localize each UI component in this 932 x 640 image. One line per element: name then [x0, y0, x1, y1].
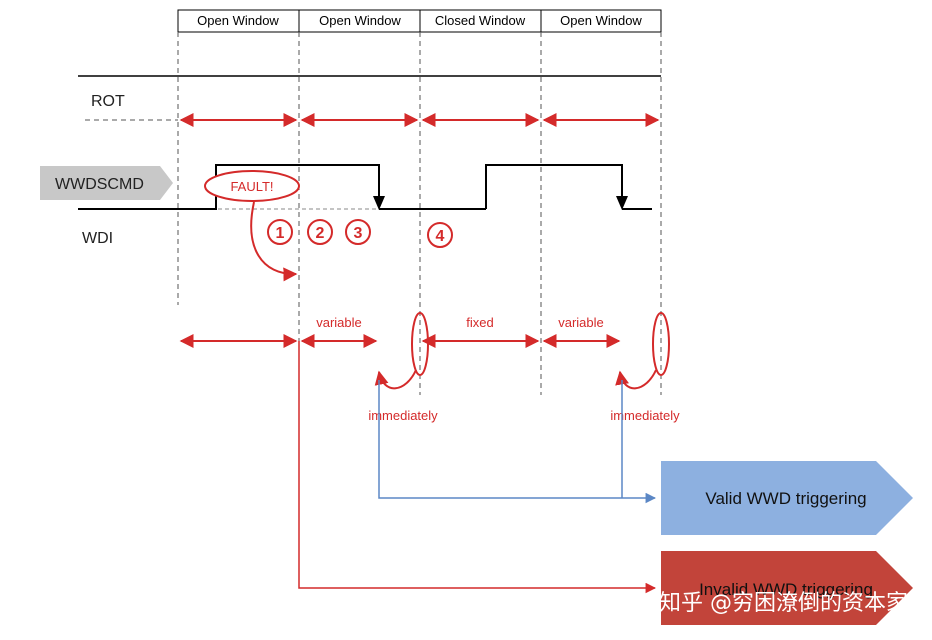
step-circle-4 [427, 222, 453, 248]
window-label-3: Closed Window [435, 13, 526, 28]
wwdscmd-tag [40, 166, 173, 200]
step-number-3: 3 [354, 225, 363, 242]
valid-triggering-label: Valid WWD triggering [705, 489, 866, 508]
label-variable-1: variable [316, 315, 362, 330]
wdi-falling-edge-arrow-1 [373, 196, 385, 210]
step-circle-2 [307, 219, 333, 245]
window-end-ellipse-2 [652, 312, 670, 376]
fault-ellipse [204, 170, 300, 202]
fault-curve-arrow [250, 201, 298, 282]
step-circle-1 [267, 219, 293, 245]
window-header: Open Window Open Window Closed Window Op… [177, 9, 662, 33]
window-label-2: Open Window [319, 13, 401, 28]
window-boundaries [177, 32, 662, 395]
wdi-label: WDI [82, 230, 113, 247]
wdi-pulse-1 [78, 164, 380, 210]
step-number-1: 1 [276, 225, 285, 242]
immediately-label-1: immediately [368, 408, 438, 423]
window-label-1: Open Window [197, 13, 279, 28]
valid-connector-line [378, 380, 657, 504]
watermark: 知乎 @穷困潦倒的资本家 [659, 591, 908, 616]
wdi-falling-edge-arrow-2 [616, 196, 628, 210]
invalid-triggering-box [661, 551, 913, 625]
window-label-4: Open Window [560, 13, 642, 28]
window-box-4 [540, 9, 662, 33]
immediately-arrow-1 [374, 369, 417, 390]
valid-triggering-box [661, 461, 913, 535]
wdi-waveform [78, 164, 652, 210]
wdi-pulse-2 [485, 164, 623, 209]
invalid-triggering-label: Invalid WWD triggering [699, 580, 873, 599]
fault-label: FAULT! [230, 179, 273, 194]
label-fixed: fixed [466, 315, 493, 330]
step-number-4: 4 [436, 228, 445, 245]
immediately-arrow-2 [615, 369, 657, 390]
window-end-ellipse-1 [411, 312, 429, 376]
rot-label: ROT [91, 93, 125, 110]
step-markers: 1 2 3 4 [267, 219, 453, 248]
label-variable-2: variable [558, 315, 604, 330]
invalid-connector-line [298, 341, 657, 594]
immediately-label-2: immediately [610, 408, 680, 423]
wwdscmd-label: WWDSCMD [55, 176, 144, 193]
step-number-2: 2 [316, 225, 325, 242]
step-circle-3 [345, 219, 371, 245]
